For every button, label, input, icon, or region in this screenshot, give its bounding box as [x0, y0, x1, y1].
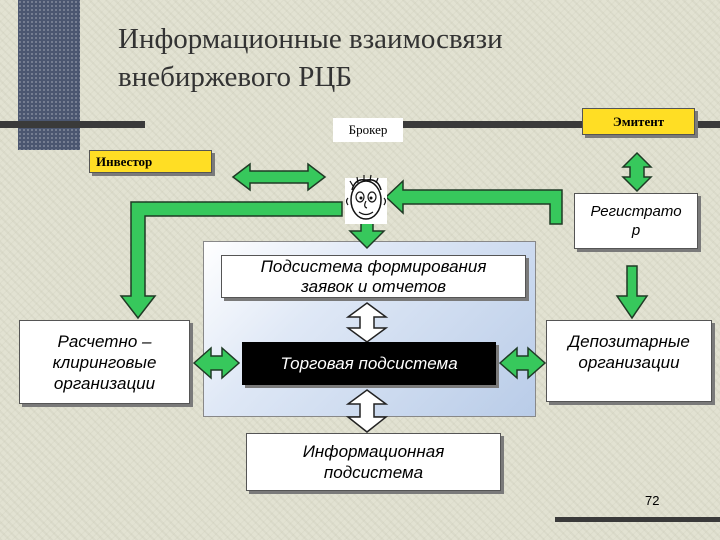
arrow-broker-orders	[348, 222, 386, 250]
title-line-1: Информационные взаимосвязи	[118, 23, 503, 55]
decorative-bar-bottom	[555, 517, 720, 522]
information-subsystem-box: Информационная подсистема	[246, 433, 501, 491]
depository-organizations-box: Депозитарные организации	[546, 320, 712, 402]
clearing-line-2: клиринговые	[52, 352, 157, 372]
cartoon-face-icon	[345, 174, 387, 224]
trading-subsystem-box: Торговая подсистема	[242, 342, 496, 385]
orders-line-1: Подсистема формирования	[260, 256, 487, 276]
depository-line-1: Депозитарные	[568, 332, 690, 351]
registrar-line-2: р	[631, 222, 641, 239]
slide-title: Информационные взаимосвязи внебиржевого …	[118, 20, 598, 96]
decorative-bar-left	[0, 121, 145, 128]
arrow-orders-trading	[345, 302, 389, 343]
decorative-bar-right	[402, 121, 720, 128]
emitent-label: Эмитент	[582, 108, 695, 135]
broker-label: Брокер	[333, 118, 403, 142]
title-line-2: внебиржевого РЦБ	[118, 61, 353, 93]
arrow-clearing-trading	[192, 346, 241, 380]
arrow-trading-info	[345, 389, 389, 433]
clearing-line-1: Расчетно –	[57, 331, 152, 351]
clearing-organizations-box: Расчетно – клиринговые организации	[19, 320, 190, 404]
orders-subsystem-box: Подсистема формирования заявок и отчетов	[221, 255, 526, 298]
clearing-line-3: организации	[53, 373, 156, 393]
arrow-investor-broker	[231, 162, 327, 192]
info-line-2: подсистема	[323, 463, 424, 482]
info-line-1: Информационная	[302, 442, 445, 461]
orders-line-2: заявок и отчетов	[300, 276, 447, 296]
arrow-trading-depository	[498, 346, 547, 380]
arrow-emitent-registrar	[621, 151, 653, 193]
investor-label: Инвестор	[89, 150, 212, 173]
registrar-box: Регистрато р	[574, 193, 698, 249]
registrar-line-1: Регистрато	[590, 203, 682, 220]
arrow-broker-clearing	[119, 201, 343, 320]
arrow-registrar-depository	[615, 265, 649, 320]
page-number: 72	[645, 493, 660, 508]
depository-line-2: организации	[578, 353, 680, 372]
arrow-registrar-broker	[384, 179, 563, 225]
